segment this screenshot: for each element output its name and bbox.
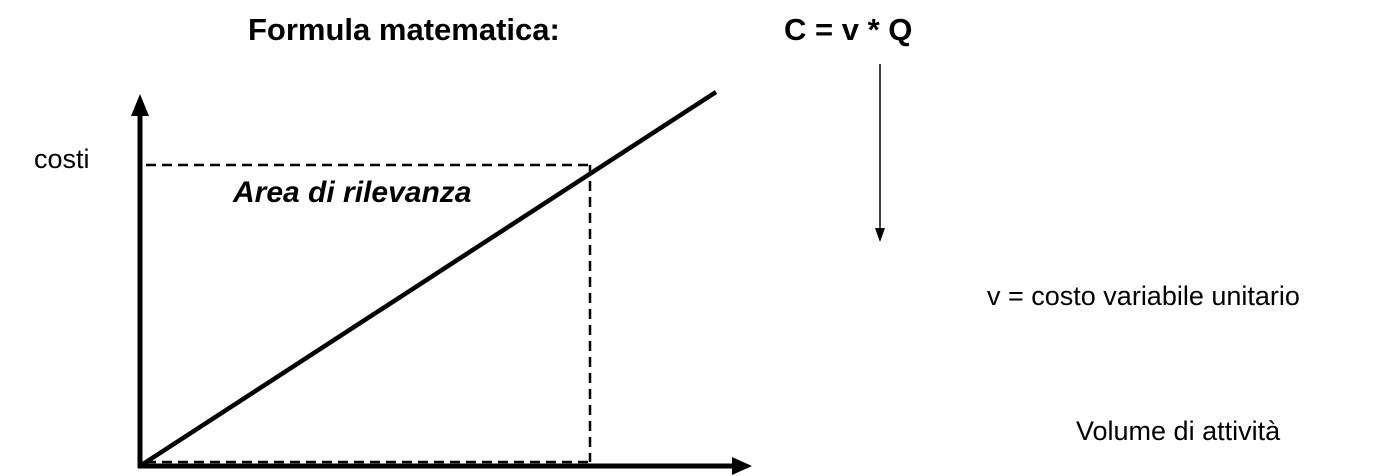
y-axis-label: costi <box>34 144 90 174</box>
formula-pointer-arrowhead <box>875 228 885 242</box>
formula: C = v * Q <box>784 12 913 47</box>
relevance-area-label: Area di rilevanza <box>233 176 472 209</box>
cost-line <box>138 90 718 468</box>
x-axis-arrowhead <box>732 457 752 475</box>
variable-definition: v = costo variabile unitario <box>987 281 1300 311</box>
y-axis-arrowhead <box>131 94 149 116</box>
x-axis-label: Volume di attività <box>1076 416 1281 446</box>
formula-label: Formula matematica: <box>248 12 560 47</box>
